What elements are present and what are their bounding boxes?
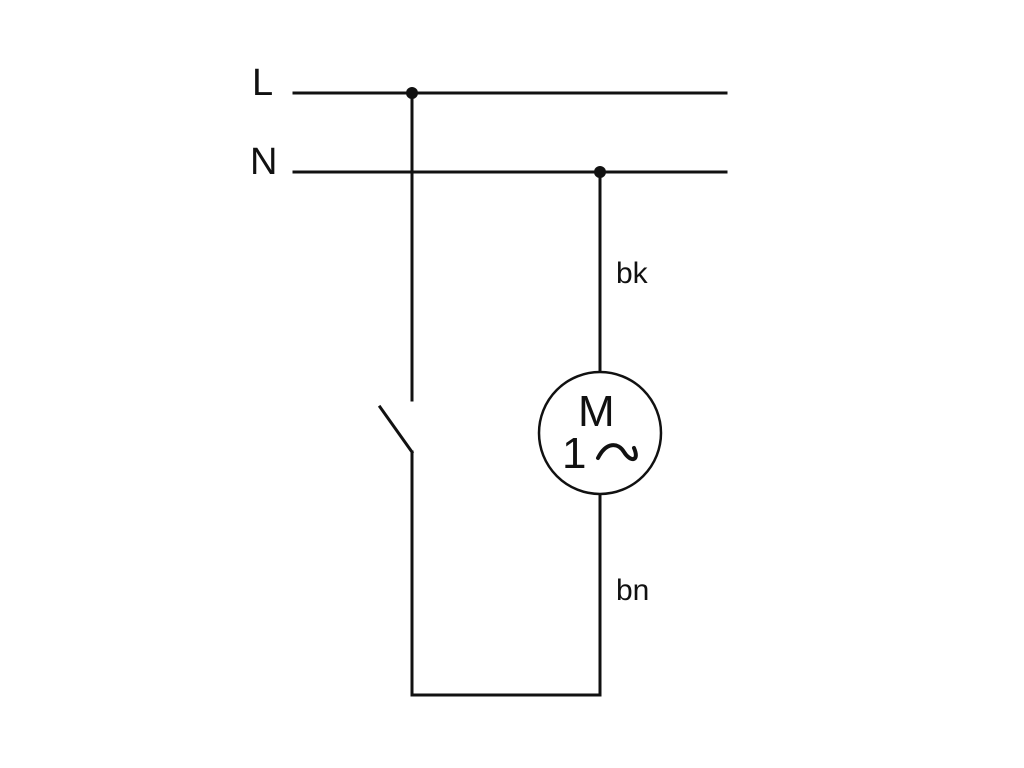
motor-letter: M bbox=[578, 387, 615, 436]
wire-label-upper: bk bbox=[616, 257, 649, 290]
motor-phase-count: 1 bbox=[562, 429, 586, 478]
switch-contact-blade bbox=[377, 404, 415, 455]
rail-label-line: L bbox=[252, 62, 273, 104]
wire-label-lower: bn bbox=[616, 574, 649, 607]
motor-circle bbox=[537, 370, 663, 496]
rail-label-neutral: N bbox=[250, 141, 277, 183]
tilde-icon bbox=[596, 443, 638, 461]
motor-symbol: M 1 bbox=[537, 370, 663, 496]
